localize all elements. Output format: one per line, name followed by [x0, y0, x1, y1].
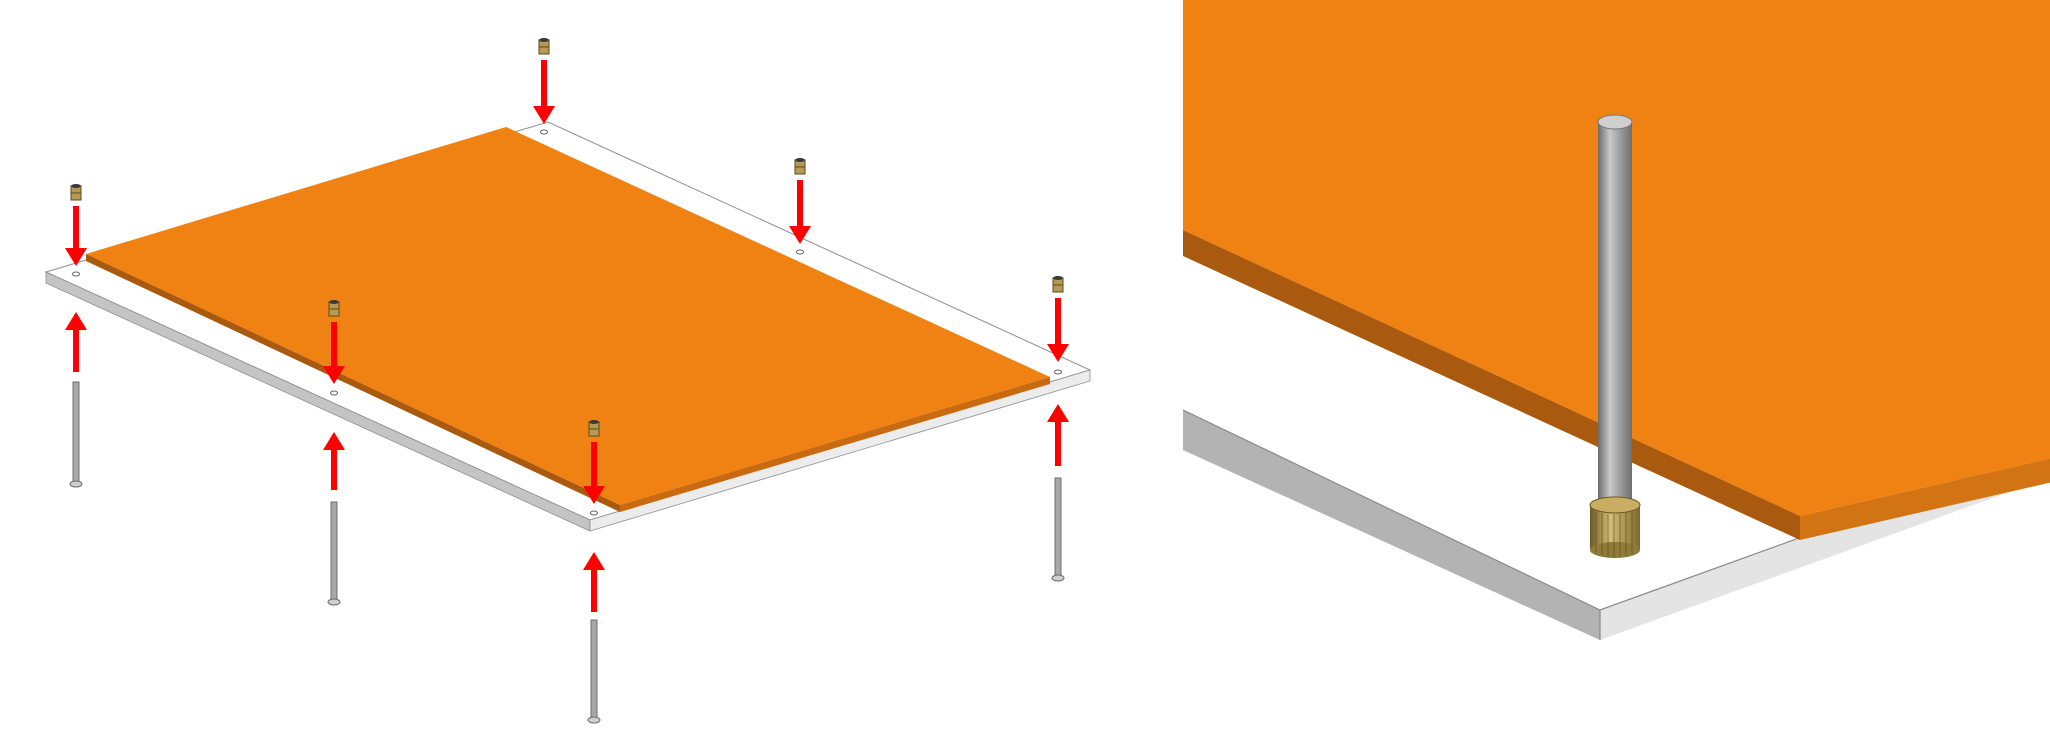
detail-brass-standoff: [1589, 496, 1641, 558]
red-arrow-down-icon: [323, 322, 345, 384]
screw-icon: [587, 619, 601, 724]
detail-screw: [1597, 114, 1633, 512]
brass-standoff-icon: [538, 38, 550, 55]
red-arrow-down-icon: [1047, 298, 1069, 362]
red-arrow-up-icon: [323, 432, 345, 490]
screw-icon: [327, 501, 341, 606]
standoffs-and-down-arrows: [65, 38, 1069, 504]
brass-standoff-icon: [794, 158, 806, 175]
red-arrow-down-icon: [65, 206, 87, 266]
corner-detail-drawing: [1182, 0, 2050, 640]
red-arrow-up-icon: [583, 552, 605, 612]
red-arrow-down-icon: [789, 180, 811, 244]
exploded-assembly-drawing: [44, 38, 1092, 724]
red-arrow-up-icon: [1047, 404, 1069, 466]
screw-icon: [69, 381, 83, 488]
brass-standoff-icon: [1052, 276, 1064, 293]
screws-and-up-arrows: [65, 312, 1069, 724]
pcb-board: [86, 127, 1050, 512]
red-arrow-down-icon: [533, 60, 555, 124]
red-arrow-down-icon: [583, 442, 605, 504]
assembled-corner-detail: [1180, 0, 2050, 755]
red-arrow-up-icon: [65, 312, 87, 372]
brass-standoff-icon: [588, 420, 600, 437]
screw-icon: [1051, 477, 1065, 582]
exploded-assembly-view: [44, 38, 1092, 724]
mounting-holes: [72, 129, 1062, 516]
brass-standoff-icon: [328, 300, 340, 317]
brass-standoff-icon: [70, 184, 82, 201]
